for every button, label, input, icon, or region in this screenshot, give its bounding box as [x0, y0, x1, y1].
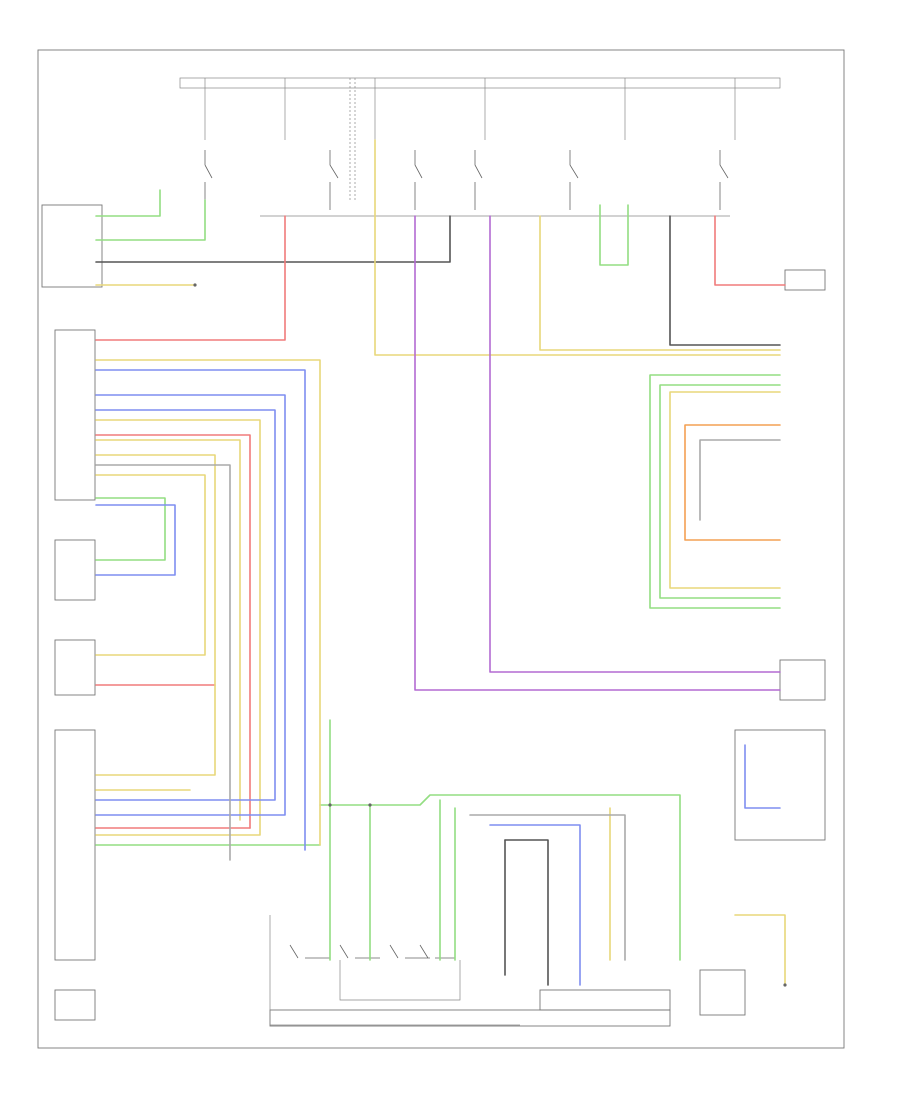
violet-wires — [414, 215, 781, 691]
warning-relay-box — [41, 204, 103, 288]
bottom-switch-4 — [419, 944, 455, 959]
electronic-brake-module-box — [734, 729, 826, 841]
switch-4 — [474, 150, 483, 210]
top-switches — [204, 150, 729, 210]
blue-wire-4 — [95, 504, 176, 576]
multifunction-switch-box — [54, 989, 96, 1021]
bottom-frame-line — [269, 915, 520, 1026]
green-wire-1 — [95, 189, 206, 241]
bottom-switch-3 — [389, 944, 430, 959]
green-wire-3 — [95, 497, 166, 561]
violet-wire-1 — [489, 215, 781, 673]
yellow-wire-10 — [734, 914, 786, 986]
yellow-wire-5 — [95, 419, 261, 836]
grey-wire-2 — [469, 814, 626, 961]
black-wire-2 — [669, 215, 781, 346]
yellow-wires — [95, 139, 786, 986]
blue-wire-3 — [95, 409, 276, 801]
fuse-box-header — [179, 77, 781, 89]
violet-wire-2 — [414, 215, 781, 691]
yellow-wire-4 — [95, 359, 321, 846]
black-wires — [95, 215, 781, 986]
green-wires — [95, 189, 781, 961]
switch-6 — [719, 150, 729, 210]
blue-wire-6 — [744, 744, 781, 809]
blue-wire-2 — [95, 394, 286, 816]
green-wire-6 — [319, 794, 681, 961]
switch-2 — [329, 150, 339, 210]
dimmer-control-switch-box — [699, 969, 746, 1016]
diagram-frame — [37, 49, 845, 1049]
right-components — [734, 269, 826, 841]
bottom-components — [269, 915, 746, 1027]
blue-wire-5 — [489, 824, 581, 986]
grey-wires — [95, 439, 781, 961]
top-power-section — [179, 77, 781, 217]
orange-wire-1 — [684, 424, 781, 541]
instrument-cluster-box — [54, 729, 96, 961]
yellow-wire-8 — [95, 454, 216, 776]
red-wires — [95, 215, 786, 829]
junction-box-frame — [269, 1009, 671, 1027]
switch-1 — [204, 150, 213, 200]
black-wire-1 — [95, 215, 451, 263]
connector-markers — [193, 283, 787, 987]
hazard-switch-box — [54, 639, 96, 696]
red-wire-5 — [95, 434, 251, 829]
black-wire-4 — [504, 839, 549, 986]
yellow-wire-7 — [95, 474, 206, 656]
grey-wire-3 — [699, 439, 781, 521]
junction-dot-1 — [328, 803, 332, 807]
dual-switch-assembly-box — [539, 989, 671, 1011]
junction-dot-3 — [193, 283, 197, 287]
junction-dot-2 — [368, 803, 372, 807]
left-components — [41, 204, 103, 1021]
bottom-switch-1 — [289, 944, 330, 959]
bottom-ground-1 — [339, 960, 461, 1001]
body-control-module-box — [54, 329, 96, 501]
steering-column-box — [779, 659, 826, 701]
yellow-wire-12 — [669, 391, 781, 589]
orange-wires — [684, 424, 781, 541]
red-wire-2 — [714, 215, 786, 286]
light-switch-box — [784, 269, 826, 291]
bottom-switch-2 — [339, 944, 380, 959]
green-wire-2 — [599, 204, 629, 266]
grey-wire-1 — [95, 464, 231, 861]
yellow-wire-3 — [539, 215, 781, 351]
switch-3 — [414, 150, 423, 210]
red-wire-1 — [95, 215, 286, 341]
switch-5 — [569, 150, 579, 210]
footwell-module-box — [54, 539, 96, 601]
yellow-wire-6 — [95, 439, 241, 821]
yellow-wire-2 — [374, 139, 781, 356]
blue-wires — [95, 369, 781, 986]
green-wire-10 — [659, 384, 781, 599]
junction-dot-4 — [783, 983, 787, 987]
blue-wire-1 — [95, 369, 306, 851]
green-wire-9 — [649, 374, 781, 609]
